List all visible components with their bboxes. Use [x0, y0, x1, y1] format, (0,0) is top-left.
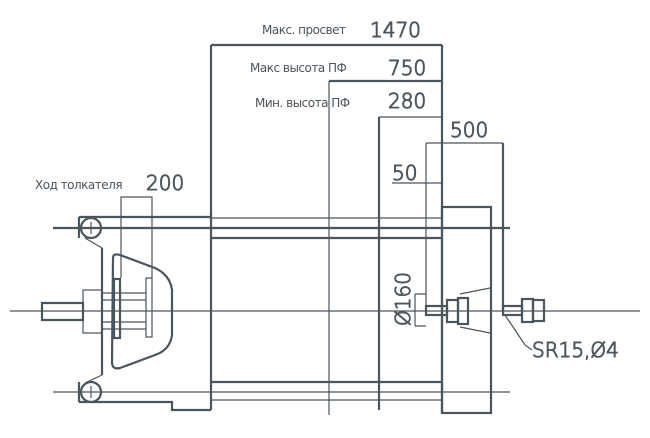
label-min-height: Мин. высота ПФ — [255, 96, 350, 110]
dim-min-height: Мин. высота ПФ 280 — [255, 89, 442, 410]
value-500: 500 — [450, 118, 488, 142]
ejector-tip: SR15,Ø4 — [501, 297, 619, 363]
value-min-height: 280 — [388, 89, 426, 113]
value-tip: SR15,Ø4 — [532, 338, 619, 362]
flange — [82, 289, 103, 334]
dim-500: 500 — [425, 118, 505, 312]
value-max-clearance: 1470 — [370, 18, 421, 42]
bolt-top — [79, 216, 103, 240]
dim-50: 50 — [392, 161, 443, 186]
label-max-height: Макс высота ПФ — [250, 61, 347, 75]
value-diameter: Ø160 — [391, 272, 415, 326]
dim-ejector-stroke: Ход толкателя 200 — [35, 171, 185, 278]
value-50: 50 — [392, 161, 417, 185]
label-max-clearance: Макс. просвет — [262, 23, 346, 37]
value-ejector-stroke: 200 — [146, 171, 184, 195]
ejector-pin: Ø160 — [391, 272, 491, 334]
label-ejector-stroke: Ход толкателя — [35, 178, 122, 192]
mold-plate — [440, 205, 493, 415]
ejector-plate-2 — [145, 277, 153, 338]
value-max-height: 750 — [388, 56, 426, 80]
ejector-plate-1 — [112, 277, 122, 340]
cam-guard — [110, 253, 174, 370]
dim-max-height: Макс высота ПФ 750 — [250, 56, 442, 415]
bolt-bottom — [79, 380, 103, 404]
